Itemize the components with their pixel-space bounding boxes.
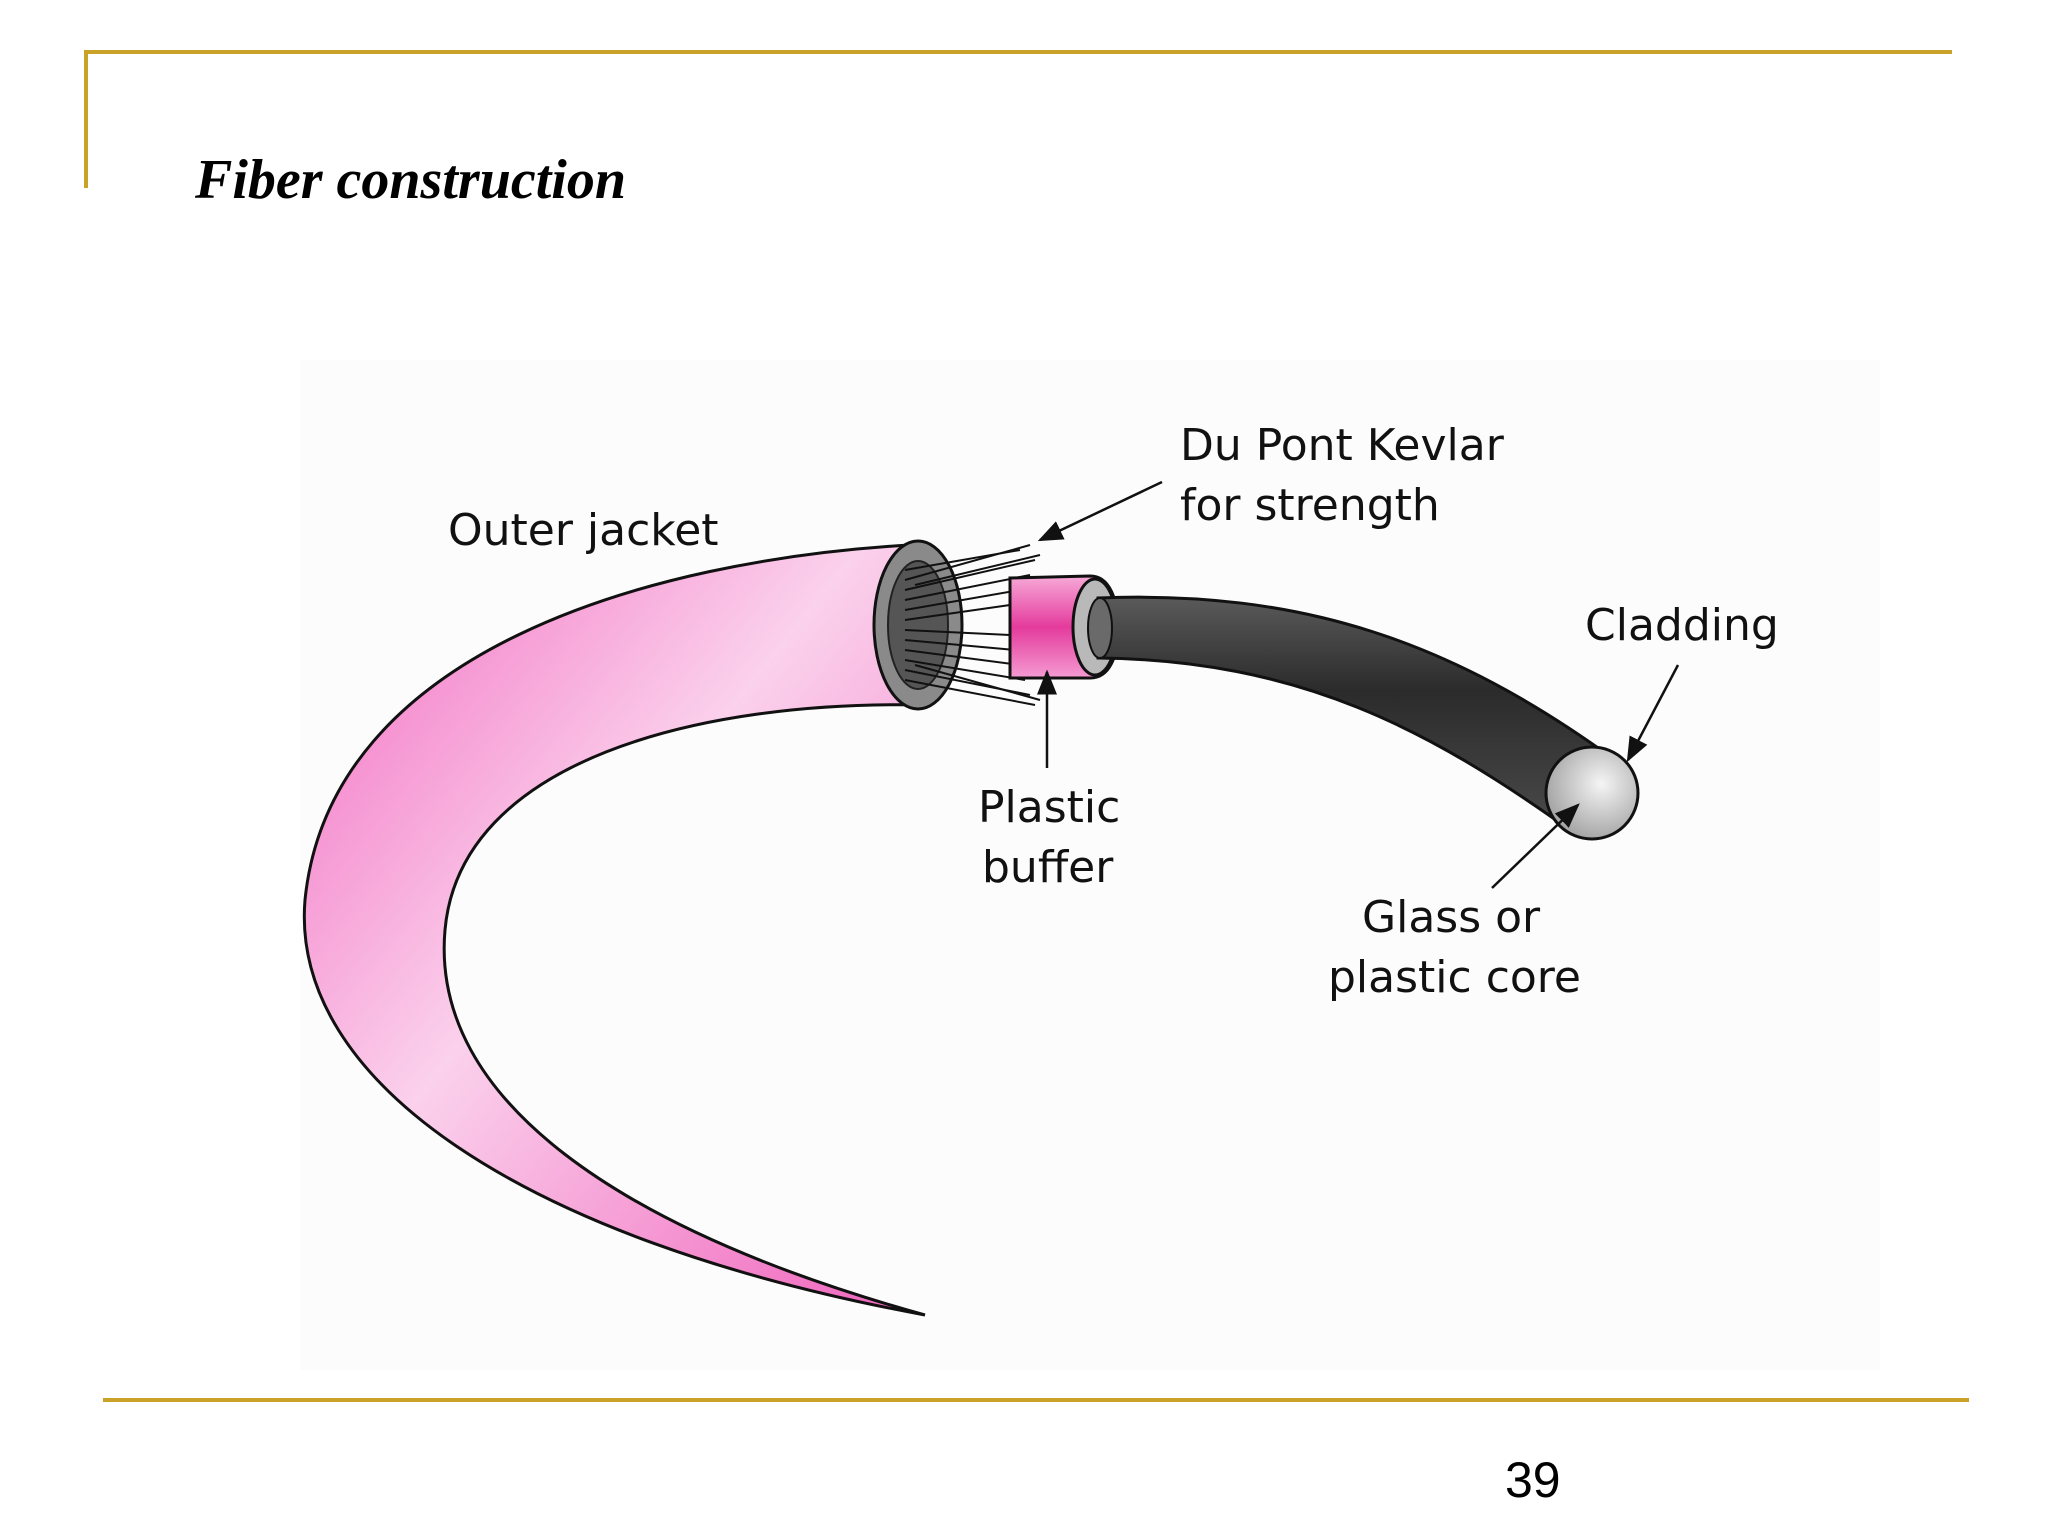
label-core-line1: Glass or [1362,892,1541,943]
label-cladding: Cladding [1585,600,1779,651]
cladding-shape [1096,595,1618,833]
frame-bottom-rule [103,1398,1969,1402]
frame-top-rule [84,50,1952,54]
frame-left-rule [84,50,88,188]
kevlar-strands [904,544,1041,706]
label-plastic-buffer-line2: buffer [982,842,1114,893]
core-end [1544,745,1640,841]
label-core-line2: plastic core [1328,952,1581,1003]
cladding-arrow [1626,664,1680,763]
label-plastic-buffer-line1: Plastic [978,782,1120,833]
label-kevlar-line2: for strength [1180,480,1440,531]
outer-jacket-shape [302,543,927,1317]
label-outer-jacket: Outer jacket [448,505,719,556]
label-kevlar-line1: Du Pont Kevlar [1180,420,1505,471]
kevlar-arrow [1037,480,1163,542]
slide-title: Fiber construction [195,149,626,211]
cladding-start-ring [1087,597,1113,659]
page-number: 39 [1505,1452,1561,1508]
outer-jacket-inner-ring [887,560,949,690]
core-arrow [1491,803,1580,889]
